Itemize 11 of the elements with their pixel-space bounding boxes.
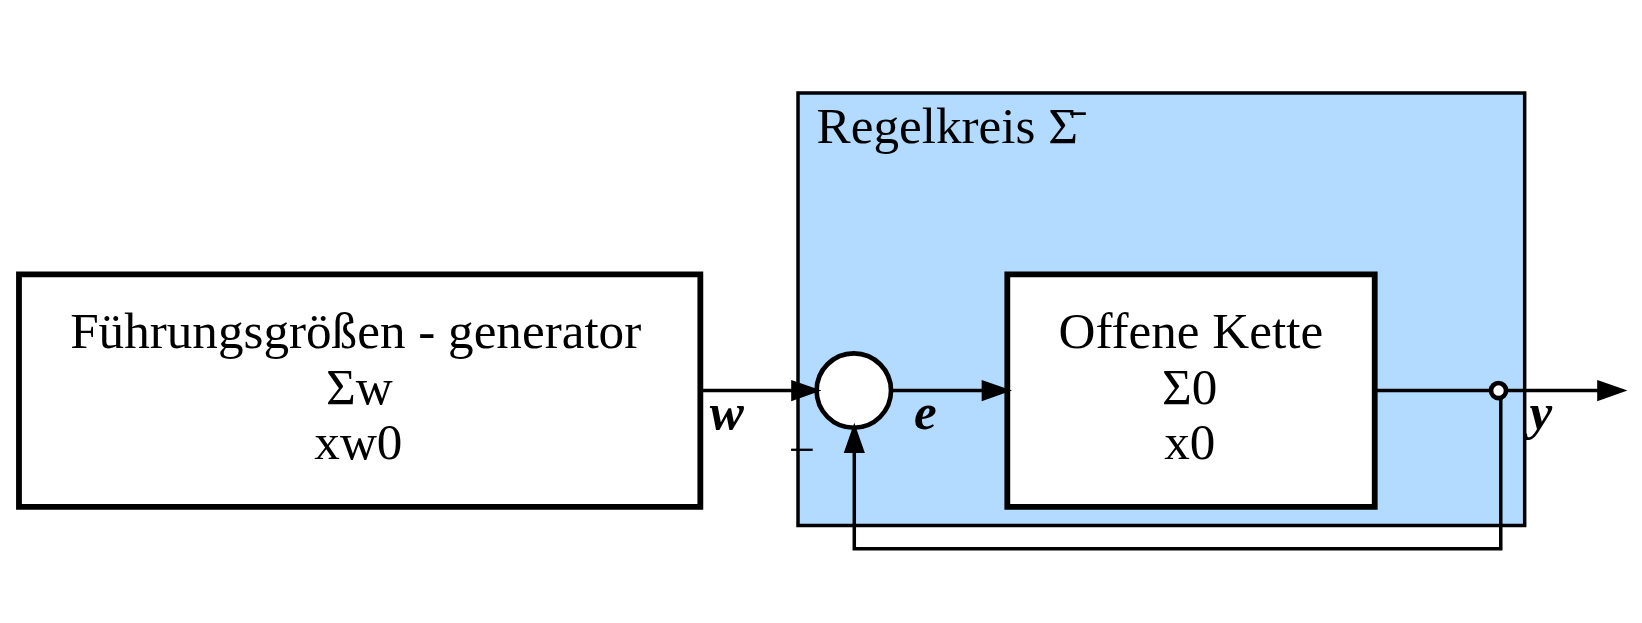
arrow [700, 379, 821, 402]
node-box: Offene Kette Σ0 x0 [1003, 271, 1378, 510]
arrow [1506, 379, 1627, 402]
connector [1374, 388, 1491, 393]
arrow [890, 379, 1012, 402]
node-dot [1488, 380, 1508, 401]
edge-label: e [913, 383, 937, 441]
node-box: Führungsgrößen - generator Σw xw0 [15, 271, 703, 510]
arrow [843, 398, 1502, 551]
edge-label: w [709, 383, 744, 441]
node-circle [813, 351, 893, 431]
